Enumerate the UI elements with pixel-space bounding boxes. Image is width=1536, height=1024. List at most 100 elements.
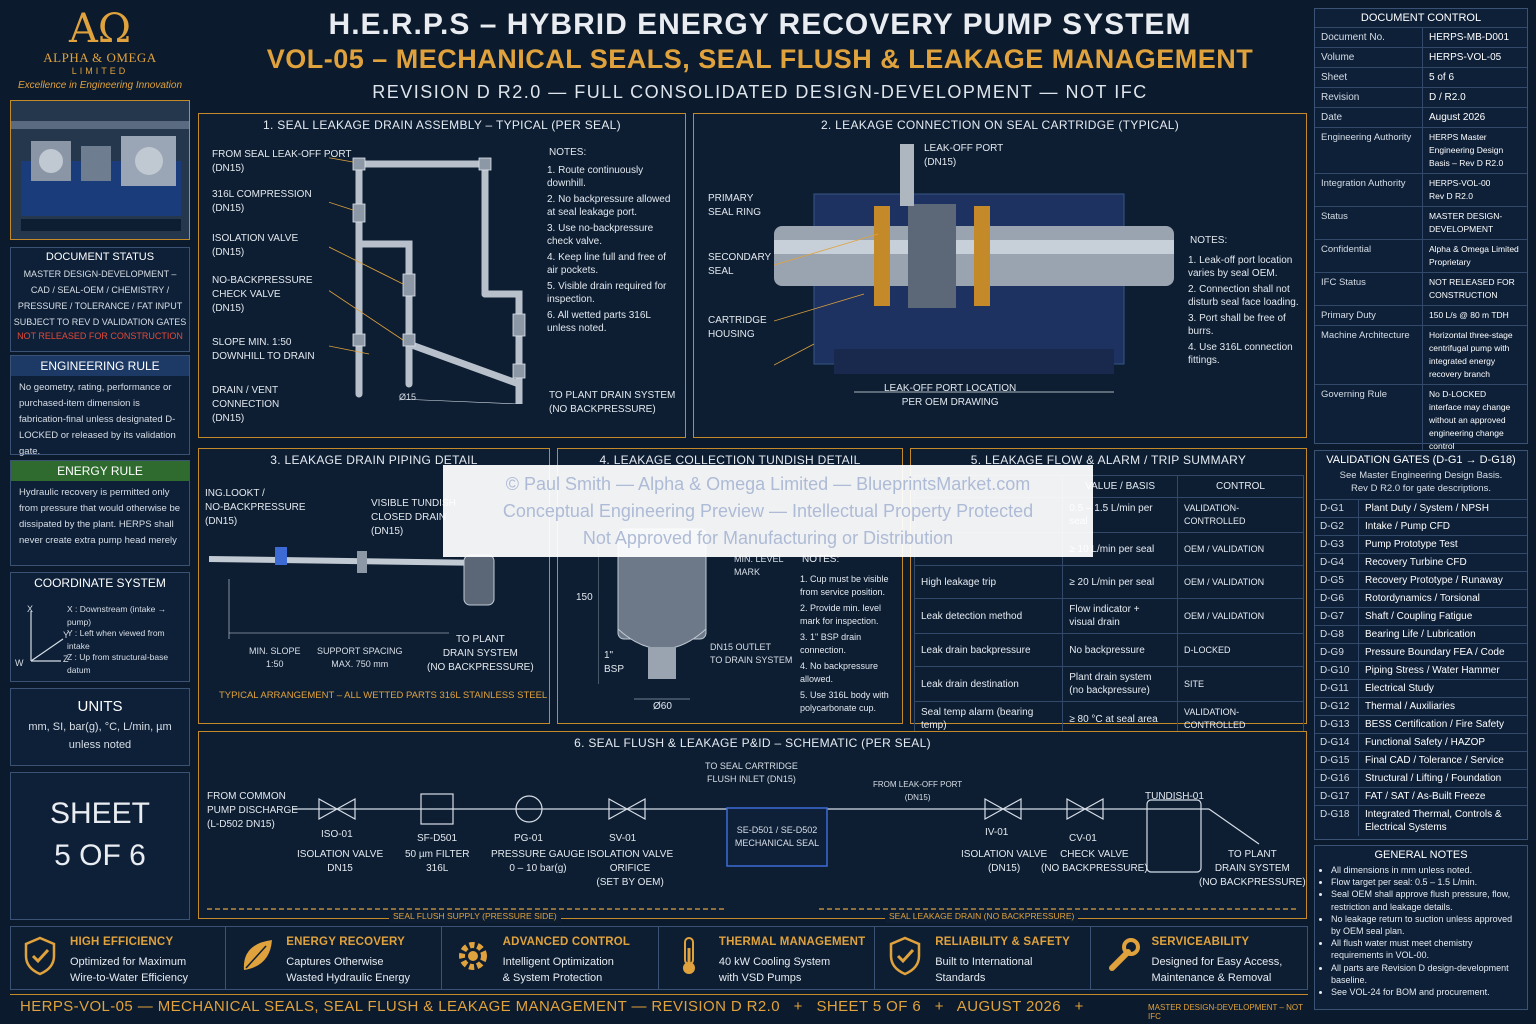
- summary-cell: ≥ 20 L/min per seal: [1062, 565, 1178, 599]
- gate-id: D-G5: [1315, 572, 1359, 589]
- gate-id: D-G11: [1315, 680, 1359, 697]
- footer-bar: HERPS-VOL-05 — MECHANICAL SEALS, SEAL FL…: [10, 994, 1308, 1021]
- feature-desc: 40 kW Cooling System with VSD Pumps: [718, 956, 831, 984]
- note-number: 2.: [547, 194, 559, 205]
- summary-cell: Leak drain backpressure: [913, 633, 1064, 667]
- gate-id: D-G14: [1315, 734, 1359, 751]
- watermark-banner: © Paul Smith — Alpha & Omega Limited — B…: [443, 465, 1093, 557]
- flush-supply-label: SEAL FLUSH SUPPLY (PRESSURE SIDE): [389, 910, 561, 923]
- doc-control-value: HERPS-VOL-05: [1429, 52, 1502, 63]
- watermark-line-2: Conceptual Engineering Preview — Intelle…: [502, 501, 1034, 521]
- label-isolation-valve: ISOLATION VALVE (DN15): [212, 233, 299, 258]
- doc-control-value: 150 L/s @ 80 m TDH: [1429, 310, 1509, 320]
- summary-cell: Leak drain destination: [913, 666, 1064, 702]
- feature-title: ENERGY RECOVERY: [286, 936, 405, 948]
- doc-control-value: Alpha & Omega Limited Proprietary: [1429, 244, 1519, 267]
- panel-2-title: 2. LEAKAGE CONNECTION ON SEAL CARTRIDGE …: [820, 118, 1180, 132]
- label-slope: SLOPE MIN. 1:50 DOWNHILL TO DRAIN: [212, 337, 315, 362]
- label-compression: 316L COMPRESSION (DN15): [212, 189, 312, 214]
- pid-desc-pg-01: PRESSURE GAUGE 0 – 10 bar(g): [491, 849, 585, 874]
- pid-tag-pg-01: PG-01: [514, 833, 543, 844]
- note-item: 6. All wetted parts 316L unless noted.: [547, 309, 679, 335]
- axis-x-letter: X: [27, 604, 34, 614]
- document-status-body: MASTER DESIGN-DEVELOPMENT – CAD / SEAL-O…: [13, 269, 187, 327]
- gate-desc: Electrical Study: [1365, 683, 1434, 694]
- summary-cell: No backpressure: [1062, 633, 1178, 667]
- doc-control-value: MASTER DESIGN- DEVELOPMENT: [1429, 211, 1503, 234]
- summary-cell: OEM / VALIDATION: [1176, 598, 1305, 634]
- page-subtitle: VOL-05 – MECHANICAL SEALS, SEAL FLUSH & …: [266, 44, 1254, 74]
- revision-line: REVISION D R2.0 — FULL CONSOLIDATED DESI…: [372, 82, 1148, 102]
- drain-assembly-drawing: [329, 157, 526, 404]
- pipe-diameter-dim: Ø15: [399, 392, 417, 402]
- axis-w-letter: W: [15, 658, 24, 668]
- label-port-location-dim: LEAK-OFF PORT LOCATION PER OEM DRAWING: [884, 383, 1017, 408]
- note-number: 2.: [1188, 284, 1200, 295]
- summary-header-cell: CONTROL: [1176, 475, 1305, 498]
- general-note: All parts are Revision D design-developm…: [1331, 962, 1521, 986]
- doc-control-row: Confidential Alpha & Omega Limited Propri…: [1315, 239, 1527, 272]
- note-item: 1. Cup must be visible from service posi…: [800, 573, 900, 599]
- validation-gates-title: VALIDATION GATES (D-G1 → D-G18): [1326, 454, 1516, 466]
- label-min-level: MIN. LEVEL MARK: [734, 554, 784, 577]
- pid-desc-iv-01: ISOLATION VALVE (DN15): [961, 849, 1048, 874]
- coord-x-text: X : Downstream (intake → pump): [67, 604, 167, 627]
- label-from-leak-off: FROM LEAK-OFF PORT (DN15): [873, 780, 963, 802]
- machine-illustration: [11, 101, 189, 239]
- summary-cell: OEM / VALIDATION: [1176, 532, 1305, 566]
- gate-desc: Pump Prototype Test: [1365, 539, 1458, 550]
- gate-id: D-G12: [1315, 698, 1359, 715]
- validation-gates-box: VALIDATION GATES (D-G1 → D-G18) See Mast…: [1314, 450, 1528, 840]
- note-item: 4. Use 316L connection fittings.: [1188, 341, 1302, 367]
- doc-control-key: Volume: [1315, 48, 1423, 67]
- doc-control-key: Confidential: [1315, 240, 1423, 272]
- note-item: 3. Port shall be free of burrs.: [1188, 312, 1302, 338]
- gate-desc: Thermal / Auxiliaries: [1365, 701, 1456, 712]
- watermark-line-1: © Paul Smith — Alpha & Omega Limited — B…: [505, 474, 1031, 494]
- note-text: Port shall be free of burrs.: [1188, 313, 1286, 337]
- doc-control-key: Integration Authority: [1315, 174, 1423, 206]
- gate-id: D-G10: [1315, 662, 1359, 679]
- note-text: Cup must be visible from service positio…: [800, 574, 889, 597]
- doc-control-value: No D-LOCKED interface may change without…: [1429, 389, 1511, 451]
- pid-desc-sf-d501: 50 µm FILTER 316L: [405, 849, 470, 874]
- note-text: Visible drain required for inspection.: [547, 281, 667, 305]
- document-control-title: DOCUMENT CONTROL: [1360, 12, 1482, 24]
- note-text: Provide min. level mark for inspection.: [800, 603, 882, 626]
- note-text: Use no-backpressure check valve.: [547, 223, 654, 247]
- coord-z-text: Z : Up from structural-base datum: [67, 652, 169, 675]
- panel-4-title: 4. LEAKAGE COLLECTION TUNDISH DETAIL: [599, 453, 861, 467]
- validation-gates-intro: See Master Engineering Design Basis. Rev…: [1339, 470, 1503, 494]
- doc-control-row: Document No.HERPS-MB-D001: [1315, 27, 1527, 47]
- pid-line-drawing: [207, 793, 1299, 910]
- pid-desc-iso-01: ISOLATION VALVE DN15: [297, 849, 384, 874]
- leaf-icon: [244, 940, 273, 970]
- gate-id: D-G9: [1315, 644, 1359, 661]
- label-common-discharge: FROM COMMON PUMP DISCHARGE (L-D502 DN15): [207, 791, 298, 830]
- note-text: Keep line full and free of air pockets.: [547, 252, 666, 276]
- doc-control-row: Volume HERPS-VOL-05: [1315, 47, 1527, 67]
- note-text: No backpressure allowed at seal leakage …: [547, 194, 671, 218]
- panel-4-notes-title: NOTES:: [802, 554, 840, 565]
- mechanical-seal-box: SE-D501 / SE-D502 MECHANICAL SEAL: [734, 825, 820, 848]
- document-control-box: DOCUMENT CONTROL Document No.HERPS-MB-D0…: [1314, 8, 1528, 456]
- summary-cell: OEM / VALIDATION: [1176, 565, 1305, 599]
- doc-control-key: Sheet: [1315, 68, 1423, 87]
- panel-pid-schematic: 6. SEAL FLUSH & LEAKAGE P&ID – SCHEMATIC…: [198, 731, 1307, 923]
- thermometer-icon: [682, 937, 695, 974]
- gate-id: D-G13: [1315, 716, 1359, 733]
- note-text: Connection shall not disturb seal face l…: [1188, 284, 1299, 308]
- tundish-height-dim: 150: [576, 592, 593, 603]
- watermark-line-3: Not Approved for Manufacturing or Distri…: [582, 528, 954, 548]
